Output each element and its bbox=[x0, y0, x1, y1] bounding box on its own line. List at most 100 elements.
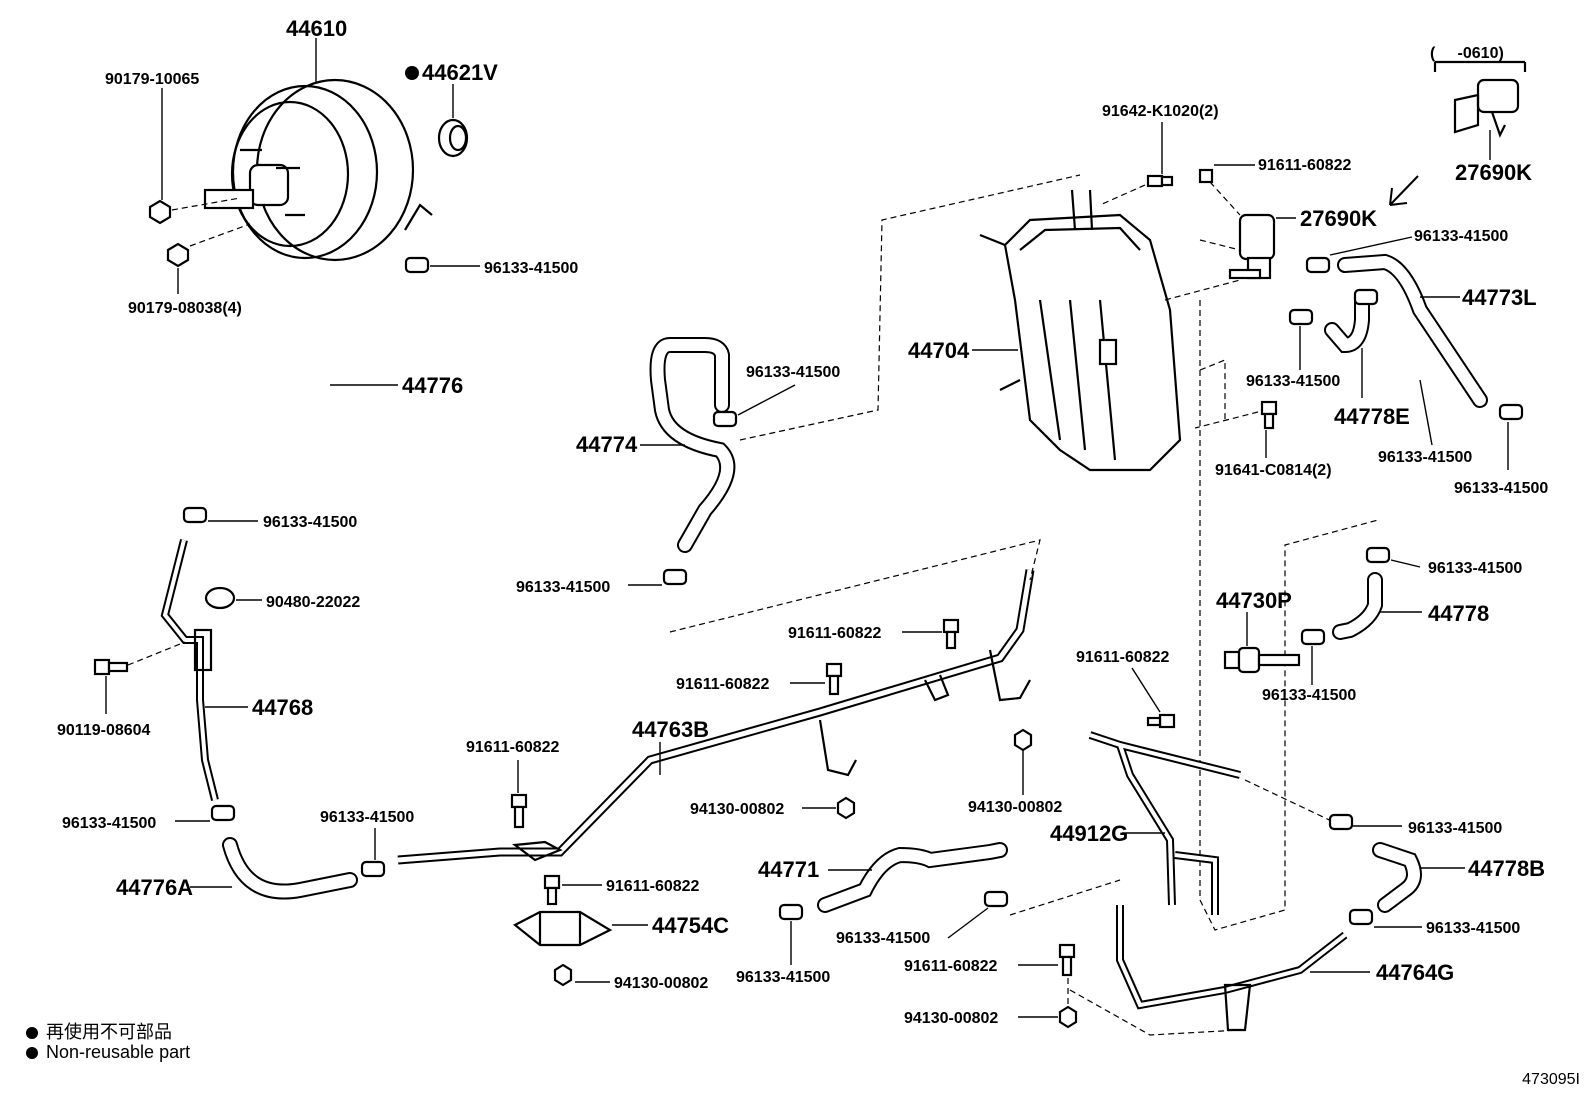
bolt-91611-f bbox=[1058, 943, 1076, 977]
label-inset-range: ( -0610) bbox=[1430, 45, 1504, 62]
bolt-90119 bbox=[93, 658, 129, 676]
clamp-44778-bot bbox=[1300, 628, 1326, 646]
bolt-91611-c bbox=[942, 618, 960, 650]
label-clamp-2: 96133-41500 bbox=[263, 514, 357, 531]
non-reusable-dot-icon bbox=[405, 66, 419, 80]
pipe-clip-2 bbox=[818, 719, 857, 777]
label-clamp-8: 96133-41500 bbox=[516, 579, 610, 596]
label-90179-10065: 90179-10065 bbox=[105, 71, 199, 88]
label-91641: 91641-C0814(2) bbox=[1215, 462, 1332, 479]
label-94130-c: 94130-00802 bbox=[614, 975, 708, 992]
label-94130-b: 94130-00802 bbox=[968, 799, 1062, 816]
label-clamp-7: 96133-41500 bbox=[746, 364, 840, 381]
label-44754c: 44754C bbox=[652, 913, 729, 938]
brake-booster bbox=[203, 78, 433, 262]
vacuum-tank bbox=[979, 189, 1182, 472]
label-clamp-3: 96133-41500 bbox=[62, 815, 156, 832]
clamp-44773l-b bbox=[1498, 403, 1524, 421]
label-91611-f: 91611-60822 bbox=[904, 958, 998, 975]
label-clamp-4: 96133-41500 bbox=[320, 809, 414, 826]
label-91611-a: 91611-60822 bbox=[466, 739, 560, 756]
legend-en-text: Non-reusable part bbox=[46, 1042, 191, 1062]
clamp-44771-right bbox=[983, 890, 1009, 908]
label-44768: 44768 bbox=[252, 695, 313, 720]
label-44610: 44610 bbox=[286, 16, 347, 41]
grommet bbox=[437, 118, 469, 158]
label-91642: 91642-K1020(2) bbox=[1102, 103, 1219, 120]
stud-nut-upper bbox=[148, 199, 172, 225]
bolt-91611-d bbox=[543, 874, 561, 906]
legend-jp: 再使用不可部品 bbox=[26, 1018, 172, 1044]
label-clamp-5: 96133-41500 bbox=[836, 930, 930, 947]
label-clamp-16: 96133-41500 bbox=[1426, 920, 1520, 937]
label-44912g: 44912G bbox=[1050, 821, 1128, 846]
label-clamp-12: 96133-41500 bbox=[1454, 480, 1548, 497]
label-90119: 90119-08604 bbox=[57, 722, 151, 739]
bolt-91611-a bbox=[510, 793, 528, 829]
bolt-91642 bbox=[1146, 174, 1174, 188]
nut-94130-d bbox=[1058, 1005, 1078, 1029]
label-90480: 90480-22022 bbox=[266, 594, 360, 611]
vsv-inset bbox=[1453, 78, 1520, 138]
label-44776: 44776 bbox=[402, 373, 463, 398]
bolt-91611-b bbox=[825, 662, 843, 696]
nut-94130-a bbox=[836, 796, 856, 820]
label-44774: 44774 bbox=[576, 432, 638, 457]
pipe-clip-44764g bbox=[1223, 983, 1252, 1032]
legend-jp-text: 再使用不可部品 bbox=[46, 1022, 172, 1042]
non-reusable-dot-icon bbox=[26, 1047, 38, 1060]
label-94130-a: 94130-00802 bbox=[690, 801, 784, 818]
clamp-vsv bbox=[1288, 308, 1314, 326]
check-valve bbox=[1223, 646, 1301, 674]
clamp-44778e bbox=[1353, 288, 1379, 306]
label-44778e: 44778E bbox=[1334, 404, 1410, 429]
vsv-valve bbox=[1228, 213, 1276, 280]
label-44763b: 44763B bbox=[632, 717, 709, 742]
pipe-clip-3 bbox=[924, 674, 950, 702]
label-91611-vsv: 91611-60822 bbox=[1258, 157, 1352, 174]
pipe-bracket bbox=[193, 628, 213, 672]
label-clamp-13: 96133-41500 bbox=[1428, 560, 1522, 577]
cushion bbox=[204, 586, 236, 610]
label-27690k: 27690K bbox=[1300, 206, 1377, 231]
clamp-booster bbox=[404, 256, 430, 274]
clamp-44778b-top bbox=[1328, 813, 1354, 831]
label-91611-d: 91611-60822 bbox=[606, 878, 700, 895]
bracket-44754c bbox=[512, 910, 613, 947]
label-clamp-1: 96133-41500 bbox=[484, 260, 578, 277]
bolt-91641 bbox=[1260, 400, 1278, 430]
label-clamp-9: 96133-41500 bbox=[1414, 228, 1508, 245]
bolt-91611-vsv bbox=[1198, 168, 1214, 184]
label-44773l: 44773L bbox=[1462, 285, 1537, 310]
label-clamp-14: 96133-41500 bbox=[1262, 687, 1356, 704]
label-91611-b: 91611-60822 bbox=[676, 676, 770, 693]
label-44704: 44704 bbox=[908, 338, 970, 363]
label-90179-08038: 90179-08038(4) bbox=[128, 300, 242, 317]
label-clamp-11: 96133-41500 bbox=[1378, 449, 1472, 466]
clamp-left-2 bbox=[210, 804, 236, 822]
label-clamp-10: 96133-41500 bbox=[1246, 373, 1340, 390]
clamp-44774-bot bbox=[662, 568, 688, 586]
label-clamp-15: 96133-41500 bbox=[1408, 820, 1502, 837]
clamp-left-1 bbox=[182, 506, 208, 524]
nut-94130-c bbox=[553, 963, 573, 987]
label-44764g: 44764G bbox=[1376, 960, 1454, 985]
label-44771: 44771 bbox=[758, 857, 819, 882]
clamp-44774-top bbox=[712, 410, 738, 428]
label-91611-c: 91611-60822 bbox=[788, 625, 882, 642]
bolt-91611-e bbox=[1146, 713, 1176, 729]
label-27690k-inset: 27690K bbox=[1455, 160, 1532, 185]
clamp-44771-left bbox=[778, 903, 804, 921]
figure-number: 473095I bbox=[1522, 1071, 1580, 1088]
pipe-clip-1 bbox=[512, 840, 563, 862]
label-44778b: 44778B bbox=[1468, 856, 1545, 881]
label-91611-e: 91611-60822 bbox=[1076, 649, 1170, 666]
clamp-44778b-bot bbox=[1348, 908, 1374, 926]
label-clamp-6: 96133-41500 bbox=[736, 969, 830, 986]
pipe-clip-4 bbox=[988, 649, 1031, 702]
non-reusable-dot-icon bbox=[26, 1027, 38, 1040]
clamp-pipe-left bbox=[360, 860, 386, 878]
arrow-icon bbox=[1389, 175, 1419, 206]
nut-94130-b bbox=[1013, 728, 1033, 752]
